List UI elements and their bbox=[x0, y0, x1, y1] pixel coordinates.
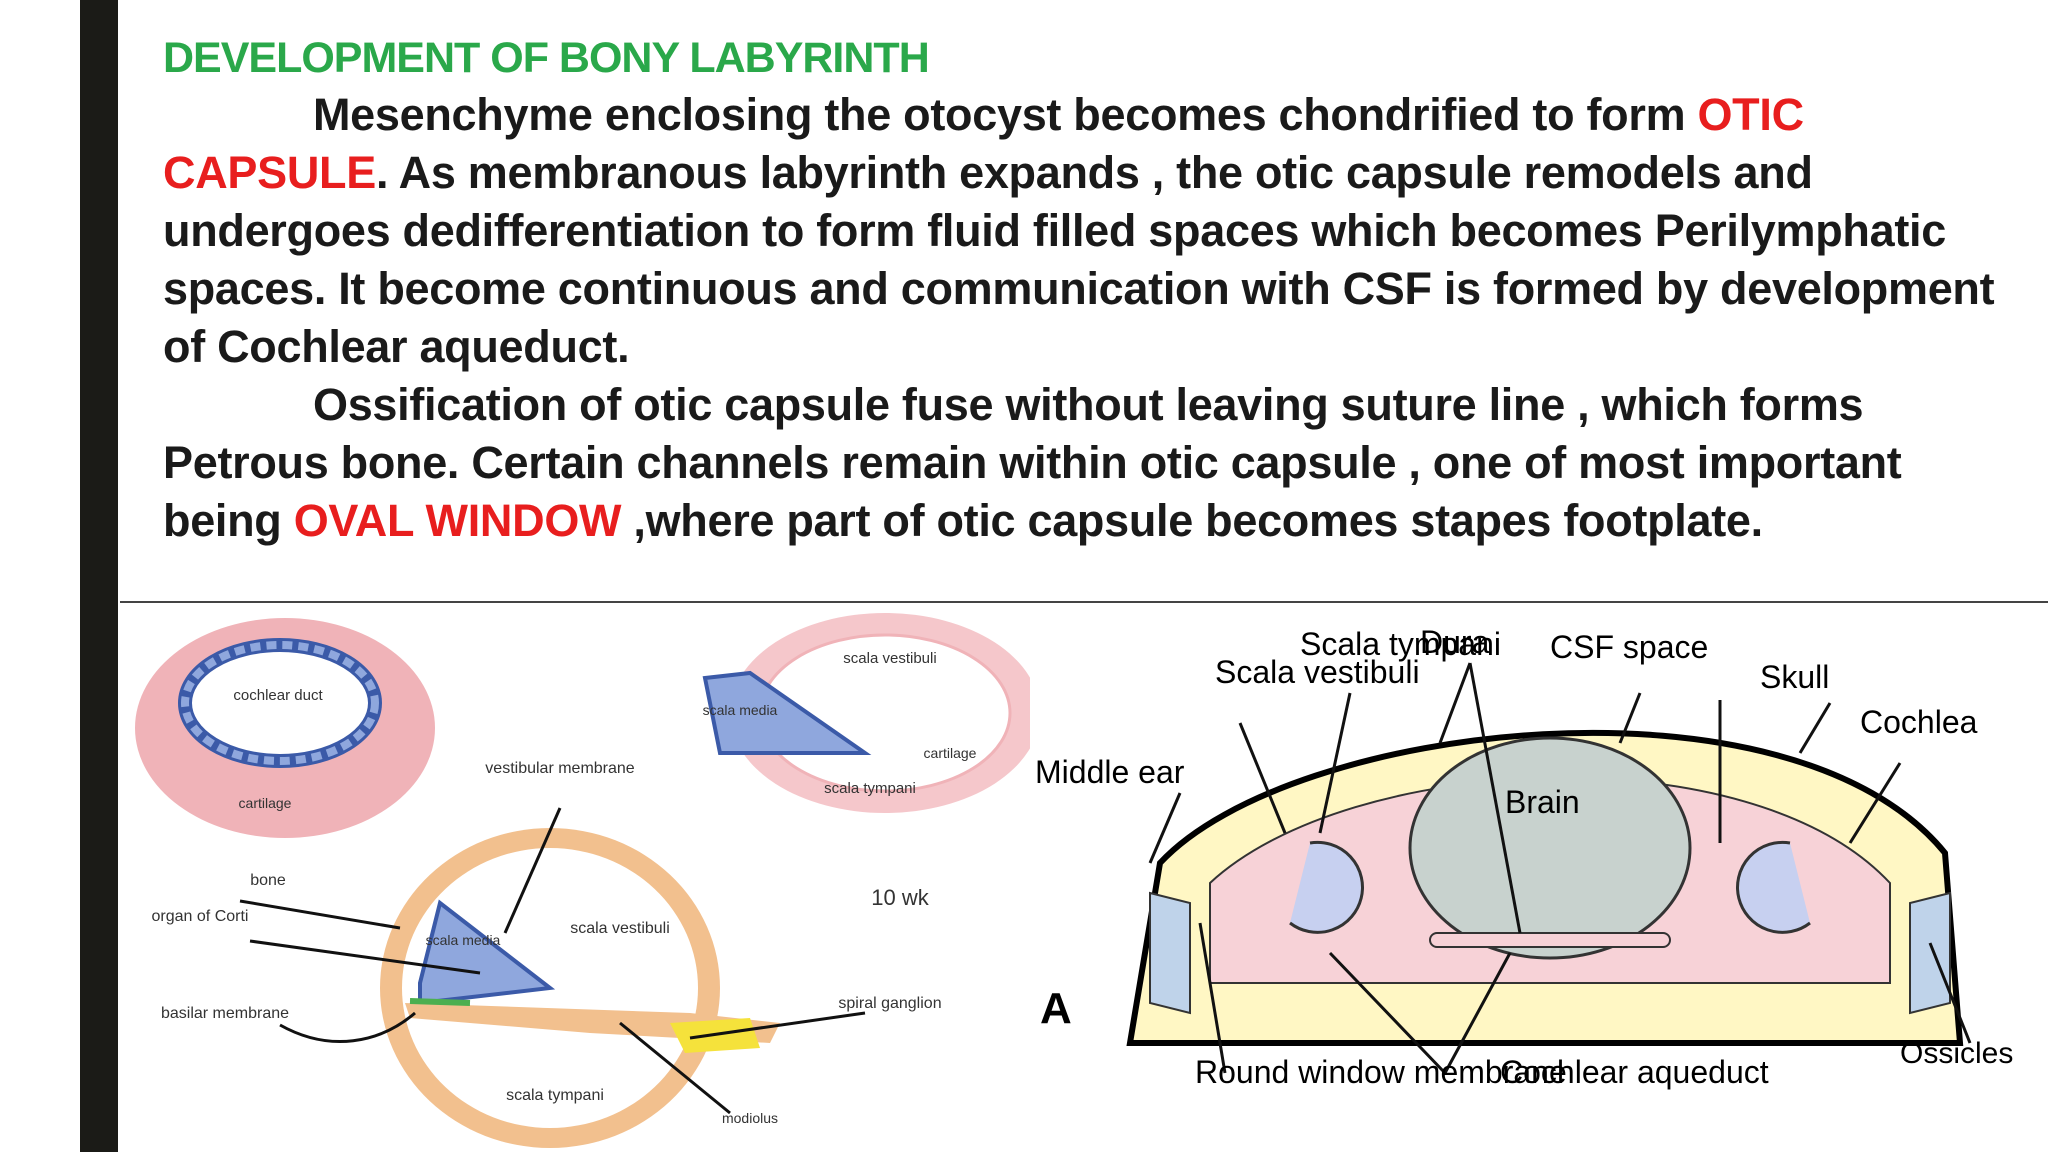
cochlear-aqueduct-label: Cochlear aqueduct bbox=[1500, 1054, 1769, 1090]
spiral-ganglion-label: spiral ganglion bbox=[838, 995, 941, 1012]
otic-capsule-highlight: OTIC CAPSULE bbox=[163, 89, 1804, 198]
basilar-membrane-label: basilar membrane bbox=[161, 1005, 289, 1022]
middle-cochlear-figure: scala vestibuli scala media cartilage sc… bbox=[702, 613, 1030, 813]
scala-tympani-top-label: scala tympani bbox=[824, 780, 916, 797]
slide-title: DEVELOPMENT OF BONY LABYRINTH bbox=[163, 34, 930, 82]
brain-region bbox=[1408, 736, 1692, 960]
main-figure-labels: vestibular membrane bone organ of Corti … bbox=[152, 760, 942, 1126]
oval-window-highlight: OVAL WINDOW bbox=[293, 495, 622, 546]
left-leader-lines bbox=[239, 807, 866, 1115]
vestibular-membrane-label: vestibular membrane bbox=[485, 760, 635, 777]
small-cochlear-duct-figure: cochlear duct cartilage bbox=[135, 618, 435, 838]
paragraph-2-text-b: ,where part of otic capsule becomes stap… bbox=[621, 495, 1763, 546]
csf-space-label: CSF space bbox=[1550, 629, 1708, 665]
right-leader-lines bbox=[1148, 662, 1972, 1075]
paragraph-2: Ossification of otic capsule fuse withou… bbox=[163, 376, 2023, 550]
cartilage-label-1: cartilage bbox=[239, 795, 292, 811]
left-margin bbox=[0, 0, 118, 1152]
cochlea-label: Cochlea bbox=[1860, 704, 1978, 740]
scala-media-top-label: scala media bbox=[703, 702, 778, 718]
scala-media-label: scala media bbox=[426, 932, 501, 948]
cochlear-duct-label: cochlear duct bbox=[233, 687, 323, 704]
paragraph-2-text-a: Ossification of otic capsule fuse withou… bbox=[163, 379, 1902, 546]
paragraph-1: Mesenchyme enclosing the otocyst becomes… bbox=[163, 86, 2023, 376]
paragraph-1-text-b: . As membranous labyrinth expands , the … bbox=[163, 147, 1995, 372]
section-divider bbox=[120, 601, 2048, 603]
organ-of-corti-label: organ of Corti bbox=[152, 908, 249, 925]
cartilage-label-2: cartilage bbox=[924, 745, 977, 761]
brain-label: Brain bbox=[1505, 784, 1580, 820]
left-dark-band bbox=[80, 0, 118, 1152]
middle-ear-label: Middle ear bbox=[1035, 754, 1185, 790]
scala-tympani-label-1: Scala tympani bbox=[1300, 626, 1501, 662]
age-label: 10 wk bbox=[871, 885, 929, 910]
inner-ear-cross-section-diagram: Scala tympani Scala vestibuli Dura CSF s… bbox=[1035, 624, 2013, 1090]
scala-tympani-label: scala tympani bbox=[506, 1087, 604, 1104]
dura-label: Dura bbox=[1420, 624, 1490, 660]
round-window-membrane-label: Round window membrane bbox=[1195, 1054, 1567, 1090]
modiolus-label: modiolus bbox=[722, 1110, 778, 1126]
slide-text: DEVELOPMENT OF BONY LABYRINTH Mesenchyme… bbox=[163, 30, 2023, 550]
bone-label: bone bbox=[250, 872, 286, 889]
panel-letter-a: A bbox=[1040, 984, 1072, 1033]
ossicles-label: Ossicles bbox=[1900, 1037, 2013, 1070]
scala-vestibuli-top-label: scala vestibuli bbox=[843, 650, 936, 667]
skull-label: Skull bbox=[1760, 659, 1829, 695]
main-cochlear-cross-section bbox=[380, 828, 780, 1148]
scala-vestibuli-label: Scala vestibuli bbox=[1215, 654, 1420, 690]
scala-vestibuli-label: scala vestibuli bbox=[570, 920, 670, 937]
cochlea-development-diagram: cochlear duct cartilage scala vestibuli … bbox=[135, 613, 1030, 1148]
paragraph-1-text-a: Mesenchyme enclosing the otocyst becomes… bbox=[313, 89, 1698, 140]
